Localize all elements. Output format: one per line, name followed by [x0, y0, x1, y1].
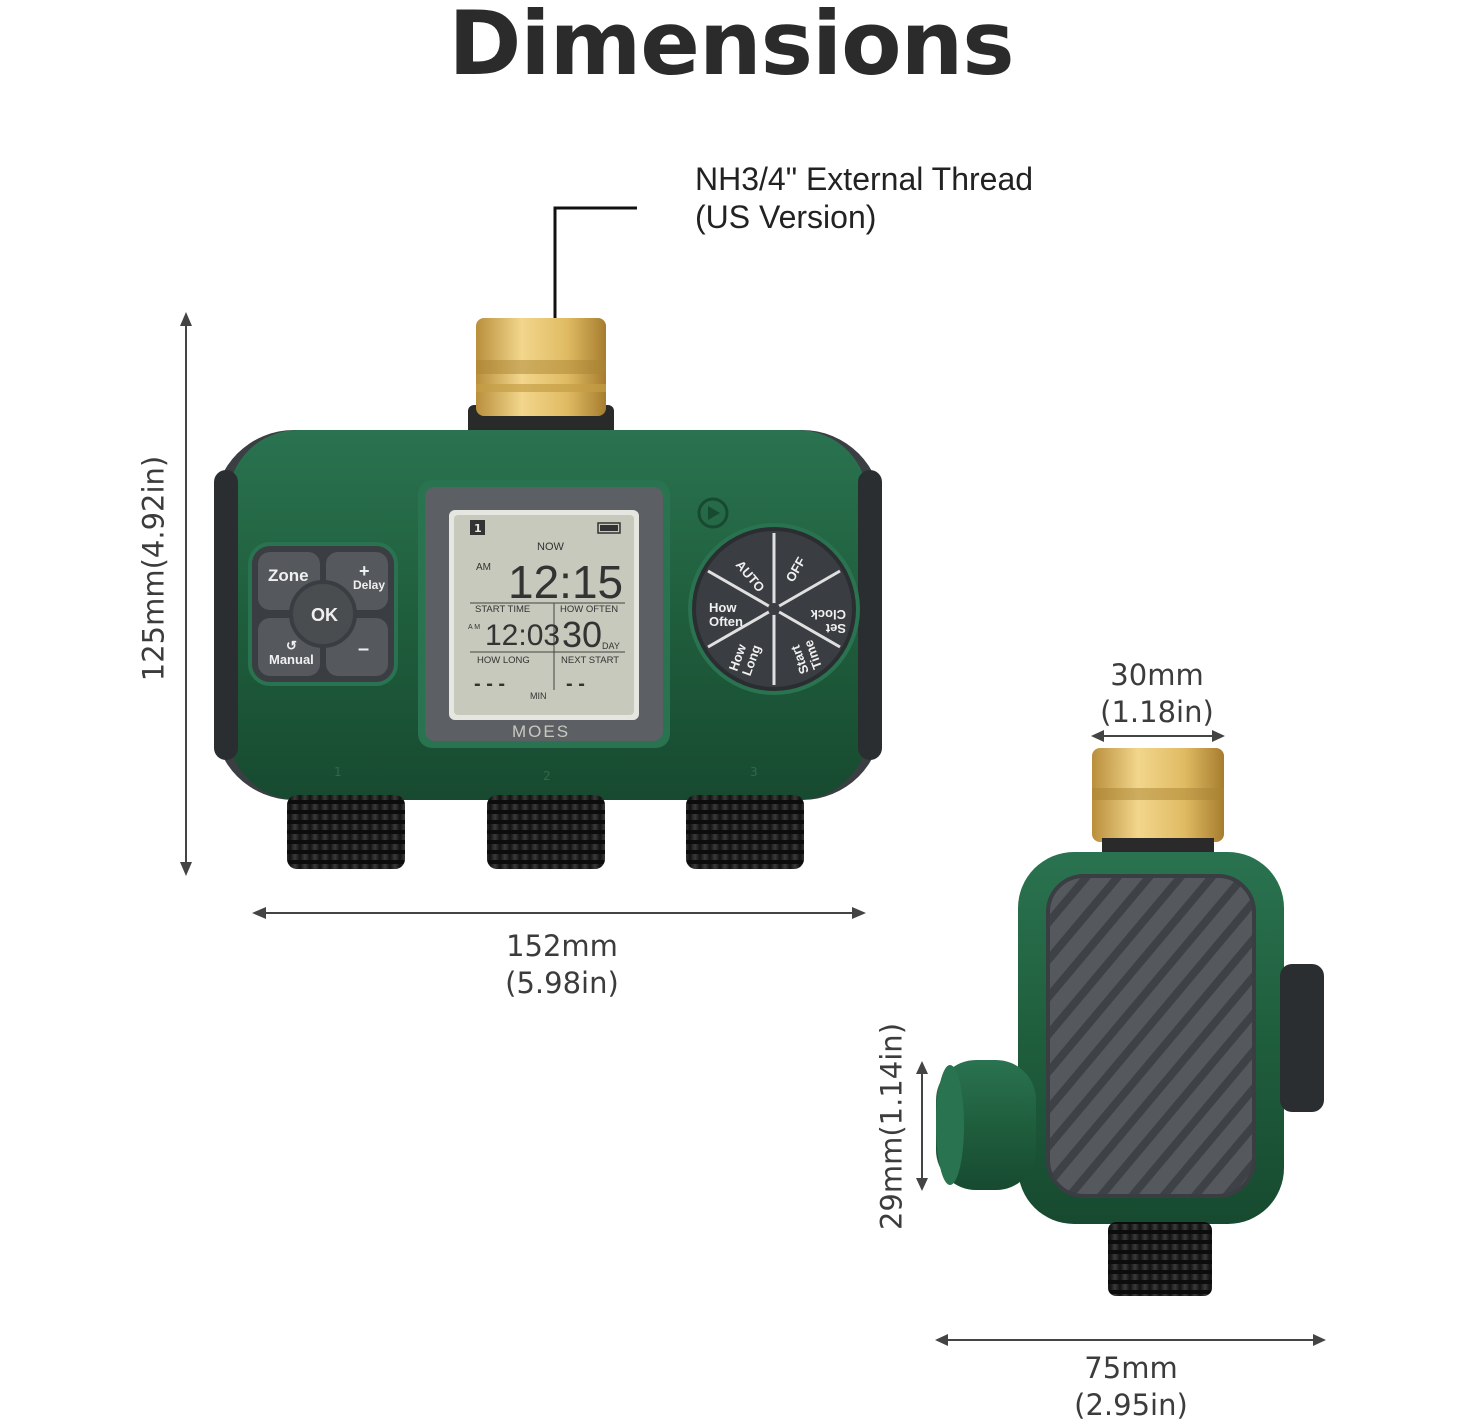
battery-icon — [597, 522, 621, 534]
side-depth-label: 75mm (2.95in) — [1031, 1350, 1231, 1424]
minus-label: – — [358, 638, 369, 660]
delay-plus-label: + — [359, 561, 370, 581]
lcd-start-am: A M — [468, 624, 480, 631]
side-inlet-height-label: 29mm(1.14in) — [874, 1022, 909, 1231]
outlet-number-3: 3 — [750, 765, 758, 779]
side-top-width-mm: 30mm — [1110, 658, 1204, 692]
lcd-clock: 12:15 — [508, 556, 623, 608]
side-inlet-height-arrow — [916, 1061, 928, 1191]
side-top-width-label: 30mm (1.18in) — [1057, 657, 1257, 731]
lcd-next-start: - - — [566, 673, 585, 695]
lcd-how-often-label: HOW OFTEN — [560, 604, 618, 615]
dial-set-clock: SetClock — [810, 607, 846, 636]
lcd-now-label: NOW — [537, 541, 565, 553]
lcd-zone-number: 1 — [474, 522, 482, 535]
zone-button-label: Zone — [268, 566, 309, 585]
indicator-icon — [697, 497, 729, 529]
width-dimension-arrow — [252, 907, 866, 919]
outlet-threads: 1 2 3 — [287, 765, 804, 869]
front-width-mm: 152mm — [506, 929, 618, 963]
lcd-day-label: DAY — [602, 641, 620, 651]
side-depth-mm: 75mm — [1084, 1351, 1178, 1385]
page-title: Dimensions — [448, 0, 1014, 95]
thread-callout: NH3/4" External Thread (US Version) — [695, 160, 1033, 236]
lcd-next-start-label: NEXT START — [561, 655, 619, 666]
delay-label: Delay — [353, 578, 385, 592]
lcd-how-long: - - - — [474, 673, 505, 695]
manual-icon: ↺ — [286, 638, 297, 653]
side-depth-in: (2.95in) — [1074, 1388, 1188, 1422]
thread-callout-line2: (US Version) — [695, 199, 877, 235]
side-depth-arrow — [935, 1334, 1326, 1346]
lcd-how-often: 30 — [562, 614, 602, 655]
outlet-number-1: 1 — [334, 765, 342, 779]
lcd-start-time-label: START TIME — [475, 604, 530, 615]
ok-button[interactable] — [289, 580, 357, 648]
button-pad: Zone + Delay OK ↺ Manual – — [248, 542, 398, 686]
side-top-width-in: (1.18in) — [1100, 695, 1214, 729]
thread-callout-line1: NH3/4" External Thread — [695, 161, 1034, 197]
lcd-am-label: AM — [476, 562, 491, 573]
front-width-label: 152mm (5.98in) — [462, 928, 662, 1002]
outlet-number-2: 2 — [543, 769, 551, 783]
side-view-device — [936, 748, 1324, 1296]
ok-button-label: OK — [311, 605, 338, 625]
inlet-brass-connector — [468, 318, 614, 440]
side-top-width-arrow — [1091, 730, 1225, 742]
lcd-min-label: MIN — [530, 691, 547, 701]
front-height-label: 125mm(4.92in) — [136, 455, 171, 682]
manual-label: Manual — [269, 652, 314, 667]
front-width-in: (5.98in) — [505, 966, 619, 1000]
lcd-display: 1 NOW AM 12:15 START TIME HOW OFTEN A M … — [418, 480, 670, 748]
lcd-how-long-label: HOW LONG — [477, 655, 530, 666]
brand-logo: MOES — [512, 722, 570, 741]
height-dimension-arrow — [180, 312, 192, 876]
lcd-start-time: 12:03 — [485, 619, 560, 652]
